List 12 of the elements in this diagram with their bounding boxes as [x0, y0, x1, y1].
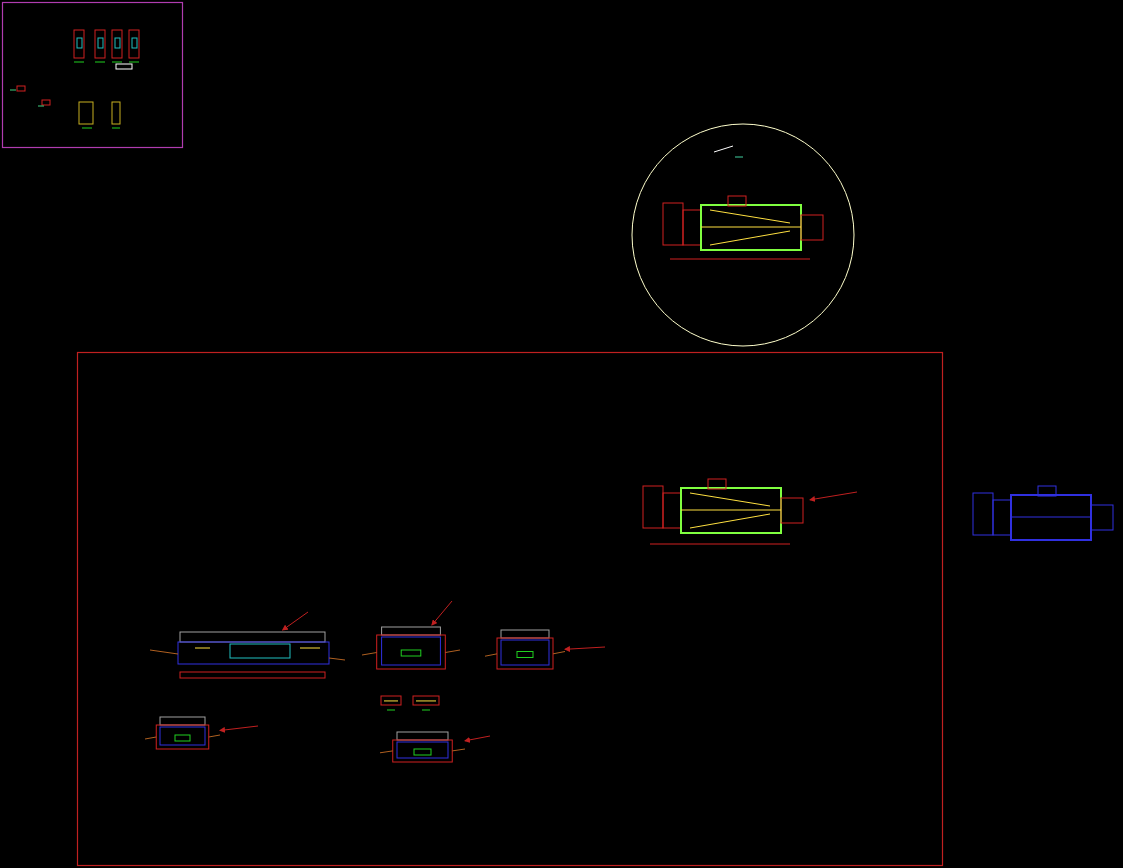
arrow [431, 600, 453, 626]
detail-drawing [380, 695, 402, 712]
detail-drawing [412, 695, 440, 712]
arrow [564, 646, 606, 652]
arrow [281, 611, 309, 631]
drawing-sheet-frame [77, 352, 943, 866]
arrow [809, 491, 858, 502]
arrow [219, 725, 259, 733]
arrow [464, 735, 491, 743]
section-drawing [150, 630, 345, 680]
highlight-circle [631, 123, 855, 347]
drawing-sheet-frame [2, 2, 183, 148]
